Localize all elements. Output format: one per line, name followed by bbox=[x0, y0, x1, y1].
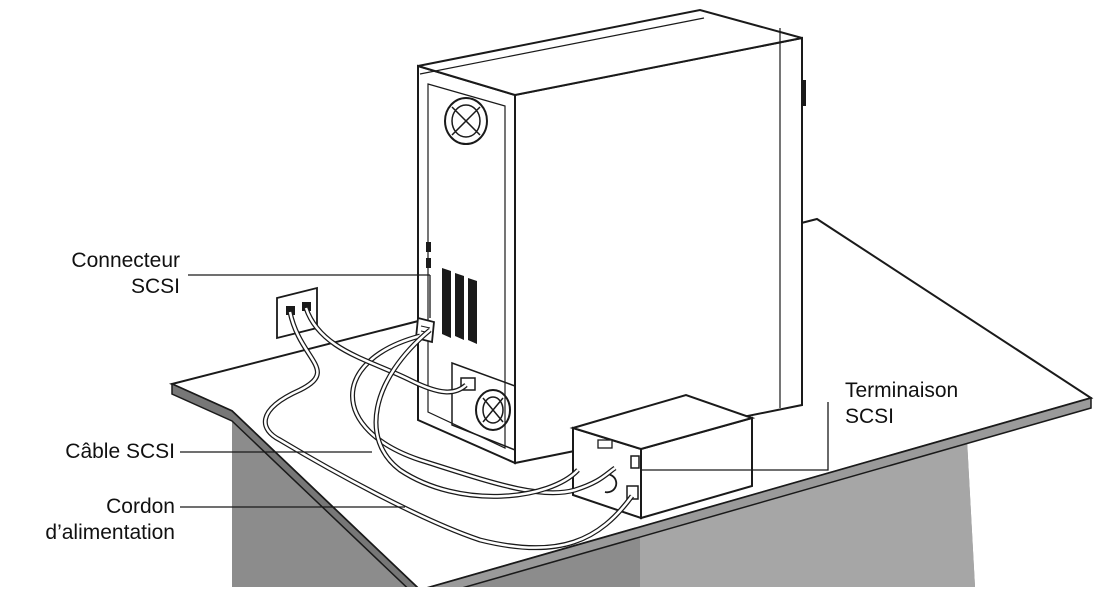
table-edge bbox=[171, 382, 421, 592]
scsi-terminator bbox=[630, 455, 640, 469]
label-connector-line-2: SCSI bbox=[130, 275, 180, 298]
bottom-fan bbox=[475, 389, 511, 431]
label-power-cord: Cordon d’alimentation bbox=[0, 494, 175, 546]
tower-button bbox=[801, 80, 806, 106]
tower-back bbox=[417, 64, 516, 465]
tower-top bbox=[417, 8, 803, 97]
expansion-slots bbox=[442, 268, 477, 344]
label-connector-line-1: Connecteur bbox=[71, 249, 180, 272]
scsi-cable-2-inner bbox=[374, 329, 579, 498]
top-fan bbox=[444, 97, 488, 145]
label-cable: Câble SCSI bbox=[10, 439, 175, 465]
label-terminator: Terminaison SCSI bbox=[845, 378, 958, 430]
label-terminator-line-1: Terminaison bbox=[845, 379, 959, 402]
tower-top-bevel bbox=[419, 17, 705, 75]
power-cord-1-inner bbox=[264, 311, 634, 549]
label-connector: Connecteur SCSI bbox=[20, 248, 180, 300]
label-terminator-line-2: SCSI bbox=[845, 405, 895, 428]
rear-panel bbox=[427, 83, 506, 449]
drive-top bbox=[569, 393, 756, 451]
port-2 bbox=[426, 258, 431, 268]
psu-panel bbox=[451, 361, 516, 452]
label-cable-text: Câble SCSI bbox=[65, 440, 175, 463]
drive-port-1 bbox=[597, 439, 613, 449]
label-power-cord-line-1: Cordon bbox=[106, 495, 175, 518]
terminator-leader bbox=[640, 402, 829, 471]
tower-side bbox=[514, 36, 803, 465]
table-edge-right bbox=[419, 397, 1092, 592]
power-cord-2-inner bbox=[304, 307, 467, 394]
label-power-cord-line-2: d’alimentation bbox=[45, 521, 175, 544]
scsi-cable-inner bbox=[351, 334, 616, 494]
port-1 bbox=[426, 242, 431, 252]
